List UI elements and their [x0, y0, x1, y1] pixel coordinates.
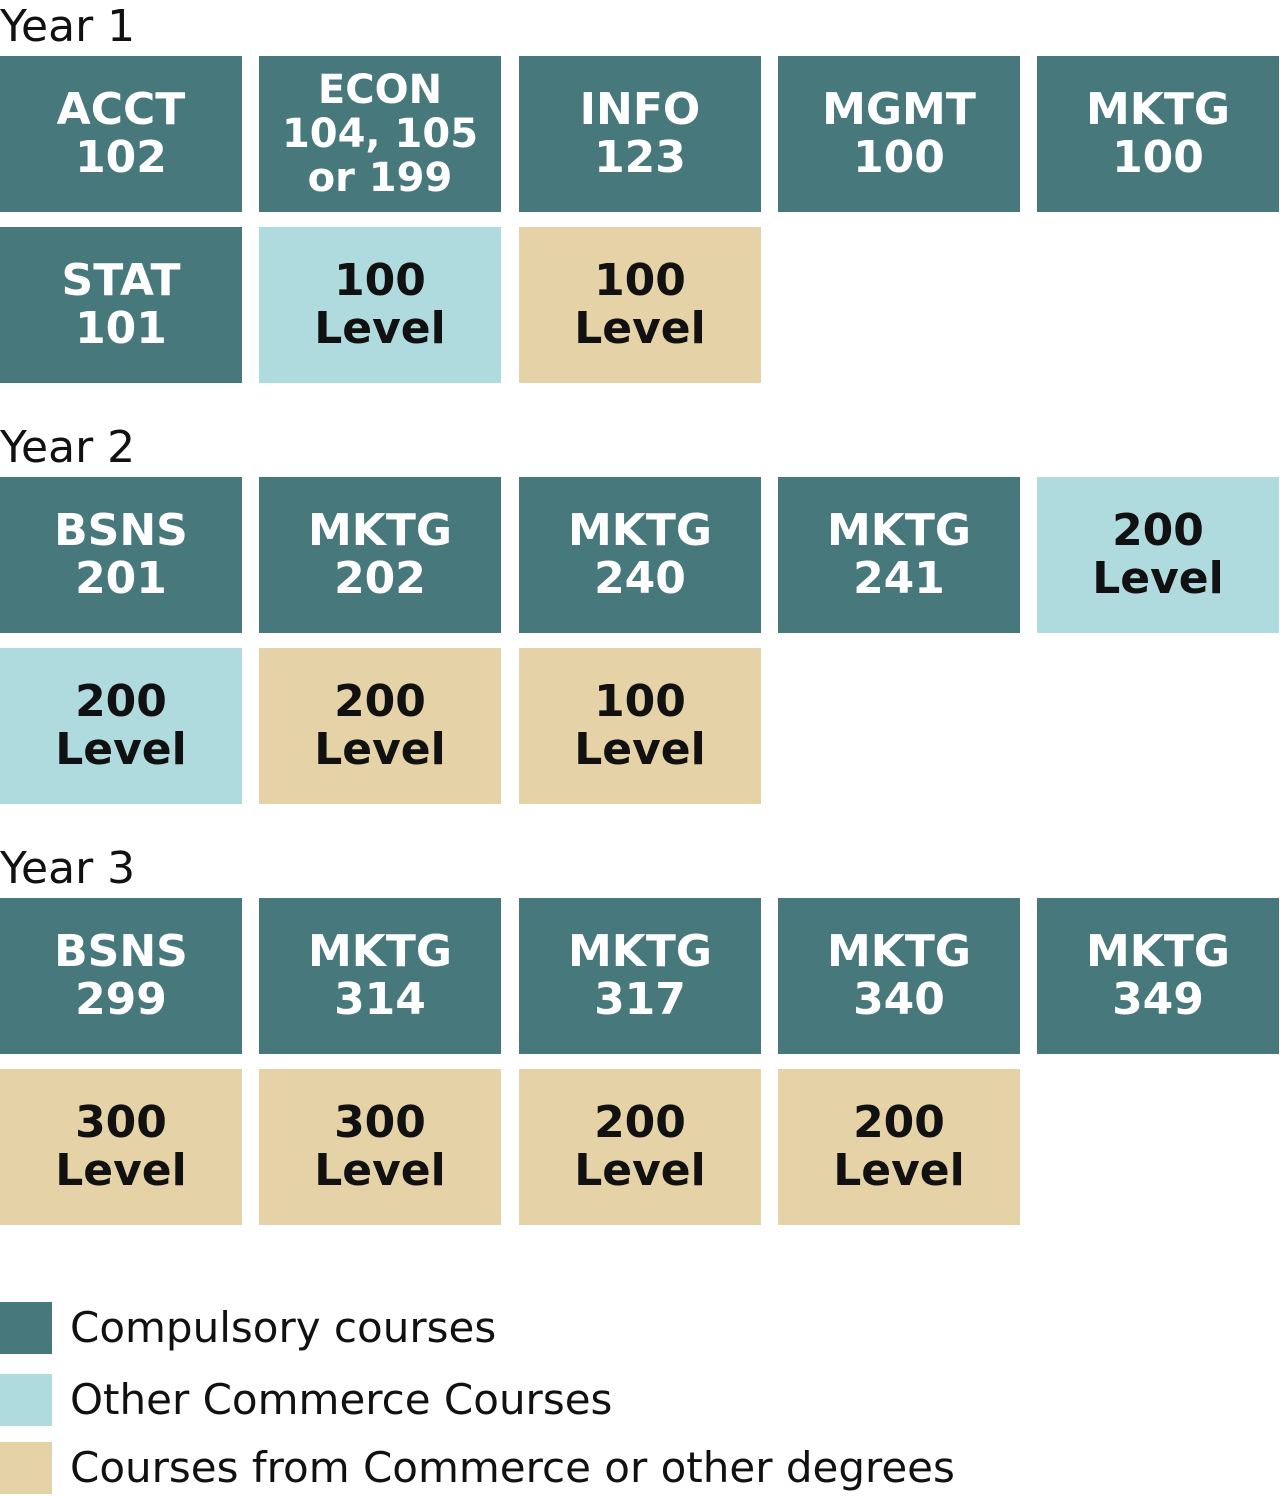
course-level-number: 100 — [594, 255, 686, 306]
legend-swatch — [0, 1374, 52, 1426]
course-tile: 100 Level — [519, 648, 761, 804]
course-tile: MKTG 340 — [778, 898, 1020, 1054]
course-code: MGMT — [822, 84, 976, 135]
year-3-heading: Year 3 — [0, 843, 136, 894]
course-tile: STAT 101 — [0, 227, 242, 383]
course-tile: 100 Level — [519, 227, 761, 383]
course-tile: 200 Level — [519, 1069, 761, 1225]
course-tile: MKTG 317 — [519, 898, 761, 1054]
course-code: MKTG — [567, 505, 712, 556]
course-code: MKTG — [567, 926, 712, 977]
course-code: MKTG — [307, 505, 452, 556]
course-number: 340 — [853, 974, 945, 1025]
course-number: 317 — [594, 974, 686, 1025]
course-level-number: 300 — [334, 1097, 426, 1148]
course-tile: 300 Level — [259, 1069, 501, 1225]
course-level-word: Level — [55, 724, 187, 775]
course-number: 104, 105 — [281, 111, 479, 157]
year-2-heading: Year 2 — [0, 422, 136, 473]
course-level-word: Level — [574, 303, 706, 354]
course-tile: ACCT 102 — [0, 56, 242, 212]
course-level-word: Level — [314, 1145, 446, 1196]
course-level-word: Level — [55, 1145, 187, 1196]
course-code: INFO — [579, 84, 701, 135]
course-level-number: 200 — [594, 1097, 686, 1148]
course-tile: 300 Level — [0, 1069, 242, 1225]
legend-item-other-commerce: Other Commerce Courses — [0, 1374, 612, 1426]
course-level-number: 100 — [594, 676, 686, 727]
legend-item-any-degree: Courses from Commerce or other degrees — [0, 1442, 955, 1494]
course-tile: BSNS 299 — [0, 898, 242, 1054]
course-tile: MKTG 241 — [778, 477, 1020, 633]
course-tile: INFO 123 — [519, 56, 761, 212]
course-code: MKTG — [826, 505, 971, 556]
course-tile: BSNS 201 — [0, 477, 242, 633]
year-1-heading: Year 1 — [0, 1, 136, 52]
course-number: 349 — [1112, 974, 1204, 1025]
course-code: ECON — [317, 67, 443, 113]
course-code: MKTG — [1085, 926, 1230, 977]
course-number: 101 — [75, 303, 167, 354]
course-tile: MKTG 240 — [519, 477, 761, 633]
course-number-alt: or 199 — [307, 155, 453, 201]
course-tile: MKTG 349 — [1037, 898, 1279, 1054]
course-code: MKTG — [307, 926, 452, 977]
course-number: 201 — [75, 553, 167, 604]
course-tile: 200 Level — [778, 1069, 1020, 1225]
course-tile: ECON 104, 105 or 199 — [259, 56, 501, 212]
course-tile: 200 Level — [259, 648, 501, 804]
course-number: 299 — [75, 974, 167, 1025]
course-number: 202 — [334, 553, 426, 604]
course-code: BSNS — [54, 505, 188, 556]
course-level-word: Level — [314, 724, 446, 775]
legend-swatch — [0, 1442, 52, 1494]
course-tile: 200 Level — [0, 648, 242, 804]
course-level-word: Level — [574, 1145, 706, 1196]
course-level-word: Level — [1092, 553, 1224, 604]
course-number: 123 — [594, 132, 686, 183]
course-number: 100 — [1112, 132, 1204, 183]
course-level-number: 200 — [75, 676, 167, 727]
course-level-number: 300 — [75, 1097, 167, 1148]
course-level-number: 200 — [853, 1097, 945, 1148]
course-code: MKTG — [826, 926, 971, 977]
course-level-word: Level — [833, 1145, 965, 1196]
course-code: ACCT — [56, 84, 186, 135]
legend-label: Courses from Commerce or other degrees — [70, 1443, 955, 1492]
course-level-number: 200 — [1112, 505, 1204, 556]
course-number: 314 — [334, 974, 426, 1025]
course-number: 240 — [594, 553, 686, 604]
course-tile: 200 Level — [1037, 477, 1279, 633]
course-level-number: 200 — [334, 676, 426, 727]
course-tile: MKTG 100 — [1037, 56, 1279, 212]
legend-item-compulsory: Compulsory courses — [0, 1302, 496, 1354]
course-level-number: 100 — [334, 255, 426, 306]
course-number: 102 — [75, 132, 167, 183]
legend-label: Other Commerce Courses — [70, 1375, 613, 1424]
legend-swatch — [0, 1302, 52, 1354]
course-tile: MKTG 314 — [259, 898, 501, 1054]
course-number: 100 — [853, 132, 945, 183]
course-level-word: Level — [574, 724, 706, 775]
course-tile: MKTG 202 — [259, 477, 501, 633]
course-number: 241 — [853, 553, 945, 604]
course-level-word: Level — [314, 303, 446, 354]
course-code: MKTG — [1085, 84, 1230, 135]
course-code: STAT — [61, 255, 181, 306]
course-tile: 100 Level — [259, 227, 501, 383]
course-tile: MGMT 100 — [778, 56, 1020, 212]
legend-label: Compulsory courses — [70, 1303, 497, 1352]
course-code: BSNS — [54, 926, 188, 977]
